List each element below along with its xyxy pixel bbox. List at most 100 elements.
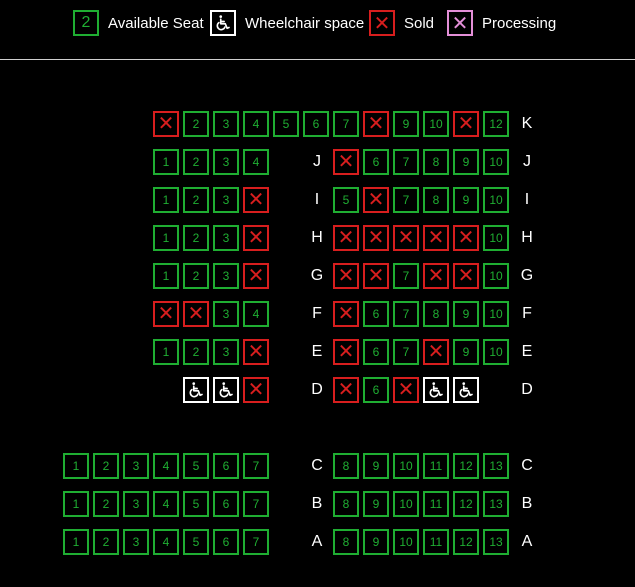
legend-sold-label: Sold [404,14,435,32]
seat-C-4[interactable]: 4 [153,453,179,479]
seat-C-3[interactable]: 3 [123,453,149,479]
seat-I-10[interactable]: 10 [483,187,509,213]
seat-I-2[interactable]: 2 [183,187,209,213]
row-label: K [521,115,533,132]
wheelchair-seat[interactable] [213,377,239,403]
seat-A-8[interactable]: 8 [333,529,359,555]
seat-H-10[interactable]: 10 [483,225,509,251]
seat-I-1[interactable]: 1 [153,187,179,213]
seat-B-8[interactable]: 8 [333,491,359,517]
seat-B-3[interactable]: 3 [123,491,149,517]
seat-G-7[interactable]: 7 [393,263,419,289]
seat-A-3[interactable]: 3 [123,529,149,555]
seat-C-6[interactable]: 6 [213,453,239,479]
seat-B-4[interactable]: 4 [153,491,179,517]
seat-J-6[interactable]: 6 [363,149,389,175]
seat-J-1[interactable]: 1 [153,149,179,175]
seat-J-10[interactable]: 10 [483,149,509,175]
seat-G-1[interactable]: 1 [153,263,179,289]
seat-K-12[interactable]: 12 [483,111,509,137]
seat-I-7[interactable]: 7 [393,187,419,213]
row-label: E [521,343,533,360]
seat-K-7[interactable]: 7 [333,111,359,137]
wheelchair-seat[interactable] [453,377,479,403]
seat-I-5[interactable]: 5 [333,187,359,213]
seat-F-3[interactable]: 3 [213,301,239,327]
seat-B-9[interactable]: 9 [363,491,389,517]
seat-E-3[interactable]: 3 [213,339,239,365]
seat-B-5[interactable]: 5 [183,491,209,517]
seat-K-5[interactable]: 5 [273,111,299,137]
seat-H-2[interactable]: 2 [183,225,209,251]
seat-A-1[interactable]: 1 [63,529,89,555]
seat-E-2[interactable]: 2 [183,339,209,365]
legend-available: 2 Available Seat [73,8,204,38]
seat-H-3[interactable]: 3 [213,225,239,251]
seat-C-8[interactable]: 8 [333,453,359,479]
seat-K-3[interactable]: 3 [213,111,239,137]
seat-F-10[interactable]: 10 [483,301,509,327]
seat-C-9[interactable]: 9 [363,453,389,479]
cross-icon: ✕ [369,10,395,36]
seat-D-6[interactable]: 6 [363,377,389,403]
seat-E-7[interactable]: 7 [393,339,419,365]
seat-K-10[interactable]: 10 [423,111,449,137]
seat-F-8[interactable]: 8 [423,301,449,327]
seat-B-11[interactable]: 11 [423,491,449,517]
seat-I-8[interactable]: 8 [423,187,449,213]
seat-F-9[interactable]: 9 [453,301,479,327]
wheelchair-seat[interactable] [183,377,209,403]
seat-E-10[interactable]: 10 [483,339,509,365]
seat-G-3[interactable]: 3 [213,263,239,289]
seat-J-7[interactable]: 7 [393,149,419,175]
seat-J-4[interactable]: 4 [243,149,269,175]
seat-J-2[interactable]: 2 [183,149,209,175]
seat-B-1[interactable]: 1 [63,491,89,517]
seat-B-10[interactable]: 10 [393,491,419,517]
seat-G-2[interactable]: 2 [183,263,209,289]
seat-K-4[interactable]: 4 [243,111,269,137]
seat-J-9[interactable]: 9 [453,149,479,175]
seat-F-7[interactable]: 7 [393,301,419,327]
seat-C-5[interactable]: 5 [183,453,209,479]
seat-E-1[interactable]: 1 [153,339,179,365]
legend-wheelchair-label: Wheelchair space [245,14,365,32]
seat-B-12[interactable]: 12 [453,491,479,517]
seat-A-9[interactable]: 9 [363,529,389,555]
seat-K-2[interactable]: 2 [183,111,209,137]
seat-C-2[interactable]: 2 [93,453,119,479]
seat-C-10[interactable]: 10 [393,453,419,479]
seat-B-2[interactable]: 2 [93,491,119,517]
seat-J-8[interactable]: 8 [423,149,449,175]
seat-A-4[interactable]: 4 [153,529,179,555]
seat-C-1[interactable]: 1 [63,453,89,479]
wheelchair-seat[interactable] [423,377,449,403]
seat-E-9[interactable]: 9 [453,339,479,365]
seat-C-7[interactable]: 7 [243,453,269,479]
seat-B-7[interactable]: 7 [243,491,269,517]
seat-A-10[interactable]: 10 [393,529,419,555]
seat-K-9[interactable]: 9 [393,111,419,137]
seat-I-9[interactable]: 9 [453,187,479,213]
seat-A-13[interactable]: 13 [483,529,509,555]
seat-G-10[interactable]: 10 [483,263,509,289]
seat-C-11[interactable]: 11 [423,453,449,479]
seat-A-12[interactable]: 12 [453,529,479,555]
seat-A-6[interactable]: 6 [213,529,239,555]
seat-C-12[interactable]: 12 [453,453,479,479]
seat-sold: ✕ [153,301,179,327]
seat-I-3[interactable]: 3 [213,187,239,213]
seat-H-1[interactable]: 1 [153,225,179,251]
seat-K-6[interactable]: 6 [303,111,329,137]
seat-F-4[interactable]: 4 [243,301,269,327]
seat-C-13[interactable]: 13 [483,453,509,479]
seat-A-2[interactable]: 2 [93,529,119,555]
seat-B-6[interactable]: 6 [213,491,239,517]
seat-E-6[interactable]: 6 [363,339,389,365]
seat-J-3[interactable]: 3 [213,149,239,175]
seat-F-6[interactable]: 6 [363,301,389,327]
seat-A-5[interactable]: 5 [183,529,209,555]
seat-A-11[interactable]: 11 [423,529,449,555]
seat-B-13[interactable]: 13 [483,491,509,517]
seat-A-7[interactable]: 7 [243,529,269,555]
